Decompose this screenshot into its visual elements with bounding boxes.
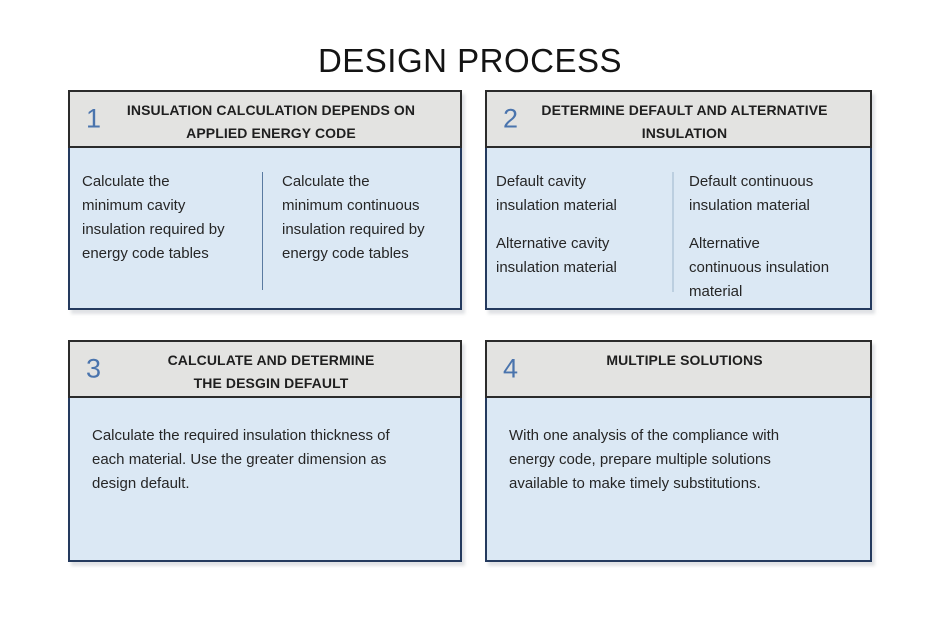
card-determine-insulation: 2 DETERMINE DEFAULT AND ALTERNATIVE INSU… xyxy=(485,90,872,310)
card-1-left-column: Calculate the minimum cavity insulation … xyxy=(70,148,262,308)
process-grid: 1 INSULATION CALCULATION DEPENDS ON APPL… xyxy=(68,90,872,562)
card-1-body: Calculate the minimum cavity insulation … xyxy=(68,146,462,310)
card-2-left-text-2: Alternative cavity insulation material xyxy=(496,235,617,276)
card-2-right-column: Default continuous insulation material A… xyxy=(674,148,870,308)
card-4-title: MULTIPLE SOLUTIONS xyxy=(606,352,763,368)
card-1-left-text: Calculate the minimum cavity insulation … xyxy=(82,173,225,262)
card-2-title: DETERMINE DEFAULT AND ALTERNATIVE INSULA… xyxy=(541,102,828,141)
page-title: DESIGN PROCESS xyxy=(317,42,623,79)
card-3-header: 3 CALCULATE AND DETERMINE THE DESGIN DEF… xyxy=(68,340,462,398)
card-multiple-solutions: 4 MULTIPLE SOLUTIONS With one analysis o… xyxy=(485,340,872,562)
card-4-text: With one analysis of the compliance with… xyxy=(509,427,780,492)
card-calculate-design-default: 3 CALCULATE AND DETERMINE THE DESGIN DEF… xyxy=(68,340,462,562)
card-3-text: Calculate the required insulation thickn… xyxy=(92,427,390,492)
card-2-column-divider xyxy=(672,172,674,292)
card-2-left-text-1: Default cavity insulation material xyxy=(496,173,617,214)
card-3-title: CALCULATE AND DETERMINE THE DESGIN DEFAU… xyxy=(167,352,375,391)
card-1-title: INSULATION CALCULATION DEPENDS ON APPLIE… xyxy=(126,102,416,141)
step-number-2: 2 xyxy=(503,103,519,134)
card-insulation-calculation: 1 INSULATION CALCULATION DEPENDS ON APPL… xyxy=(68,90,462,310)
step-number-4: 4 xyxy=(503,353,519,384)
step-number-1: 1 xyxy=(86,103,102,134)
card-2-right-text-1: Default continuous insulation material xyxy=(689,173,814,214)
card-4-body: With one analysis of the compliance with… xyxy=(485,396,872,562)
card-3-body: Calculate the required insulation thickn… xyxy=(68,396,462,562)
card-1-column-divider xyxy=(262,172,263,290)
step-number-3: 3 xyxy=(86,353,102,384)
card-1-header: 1 INSULATION CALCULATION DEPENDS ON APPL… xyxy=(68,90,462,148)
card-1-right-column: Calculate the minimum continuous insulat… xyxy=(263,148,460,308)
card-2-right-text-2: Alternative continuous insulation materi… xyxy=(689,235,830,300)
card-4-header: 4 MULTIPLE SOLUTIONS xyxy=(485,340,872,398)
card-2-body: Default cavity insulation material Alter… xyxy=(485,146,872,310)
card-1-right-text: Calculate the minimum continuous insulat… xyxy=(282,173,425,262)
card-2-header: 2 DETERMINE DEFAULT AND ALTERNATIVE INSU… xyxy=(485,90,872,148)
card-2-left-column: Default cavity insulation material Alter… xyxy=(487,148,672,308)
